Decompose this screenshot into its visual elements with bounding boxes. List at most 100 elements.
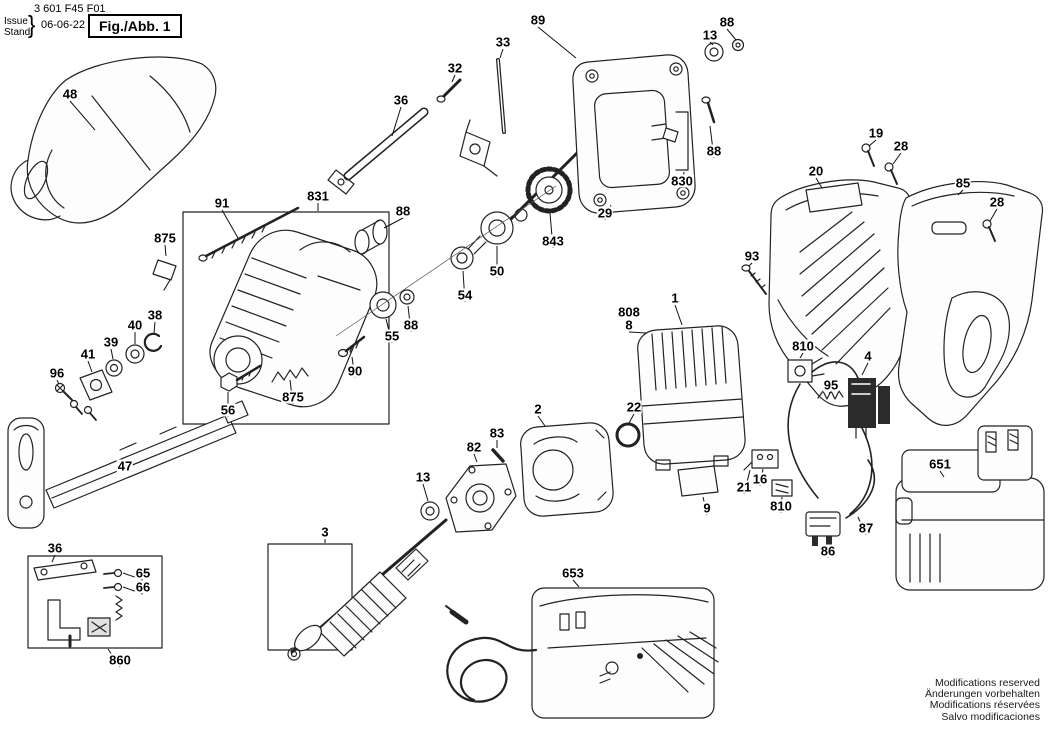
- brush-holder-810-drawing: [787, 357, 825, 383]
- motor-cover-drawing: [572, 54, 696, 214]
- callout-9: 9: [702, 500, 712, 516]
- callout-88: 88: [394, 203, 412, 219]
- screw-93-drawing: [741, 264, 767, 295]
- bearing-50-drawing: [480, 211, 514, 245]
- washer-88-drawing: [399, 289, 415, 305]
- callout-88: 88: [402, 317, 420, 333]
- callout-82: 82: [465, 439, 483, 455]
- spring-875-drawing: [271, 367, 309, 383]
- wires-drawing: [787, 361, 876, 519]
- terminal-16-21-drawing: [743, 449, 779, 471]
- screw-88-side-drawing: [701, 96, 716, 124]
- callout-28: 28: [988, 194, 1006, 210]
- bearing-13b-drawing: [420, 501, 440, 521]
- callout-87: 87: [857, 520, 875, 536]
- pin-83-drawing: [491, 448, 505, 463]
- modifications-line-fr: Modifications réservées: [929, 699, 1040, 712]
- callout-48: 48: [61, 86, 79, 102]
- title-block: 3 601 F45 F01 Issue Stand } 06-06-22 Fig…: [4, 3, 214, 45]
- bushing-88-drawing: [354, 219, 388, 255]
- plate-41-drawing: [79, 369, 113, 401]
- callout-55: 55: [383, 328, 401, 344]
- callout-651: 651: [928, 456, 952, 472]
- callout-56: 56: [219, 402, 237, 418]
- callout-65: 65: [134, 565, 152, 581]
- callout-875: 875: [153, 230, 177, 246]
- gear-housing-drawing: [209, 229, 378, 408]
- washer-40-drawing: [125, 344, 145, 364]
- callout-830: 830: [670, 173, 694, 189]
- screws-under-41-drawing: [69, 399, 97, 421]
- bracket-830-drawing: [662, 111, 689, 171]
- rod-36-drawing: [327, 107, 429, 195]
- plate-9-drawing: [677, 465, 719, 497]
- callout-1: 1: [670, 290, 680, 306]
- callout-3: 3: [320, 524, 330, 540]
- callout-13: 13: [701, 27, 719, 43]
- blade-holder-drawing: [7, 417, 45, 529]
- callout-808: 808: [617, 304, 641, 320]
- callout-29: 29: [596, 205, 614, 221]
- switch-4-drawing: [848, 378, 890, 439]
- callout-8: 8: [624, 317, 634, 333]
- power-cord-drawing: [445, 605, 538, 703]
- screw-28b-drawing: [982, 219, 996, 242]
- callout-16: 16: [751, 471, 769, 487]
- callout-36: 36: [392, 92, 410, 108]
- callout-32: 32: [446, 60, 464, 76]
- charger-drawing: [531, 587, 719, 719]
- wobble-pin-54-drawing: [450, 235, 487, 270]
- pin-33-drawing: [496, 58, 506, 134]
- callout-39: 39: [102, 334, 120, 350]
- callout-4: 4: [863, 348, 873, 364]
- oring-22-drawing: [615, 422, 641, 448]
- callout-36: 36: [46, 540, 64, 556]
- callout-96: 96: [48, 365, 66, 381]
- callout-54: 54: [456, 287, 474, 303]
- callout-41: 41: [79, 346, 97, 362]
- callout-47: 47: [116, 458, 134, 474]
- connector-810b-drawing: [771, 479, 793, 497]
- bearing-55-drawing: [369, 291, 397, 319]
- callout-13: 13: [414, 469, 432, 485]
- callout-831: 831: [306, 188, 330, 204]
- issue-label-de: Stand: [4, 27, 31, 38]
- callout-88: 88: [718, 14, 736, 30]
- pin-32-drawing: [436, 78, 462, 103]
- ring-13-drawing: [704, 42, 724, 62]
- stator-2-drawing: [520, 422, 614, 517]
- fork-bracket-drawing: [459, 119, 498, 177]
- issue-label-en: Issue: [4, 16, 28, 27]
- callout-88: 88: [705, 143, 723, 159]
- issue-date: 06-06-22: [41, 19, 86, 31]
- ring-39-drawing: [105, 359, 123, 377]
- callout-90: 90: [346, 363, 364, 379]
- callout-66: 66: [134, 579, 152, 595]
- housing-right-half-drawing: [897, 181, 1044, 426]
- modifications-line-en: Modifications reserved: [934, 676, 1040, 689]
- callout-21: 21: [735, 479, 753, 495]
- modifications-notice: Modifications reserved Änderungen vorbeh…: [925, 676, 1040, 723]
- snap-ring-38-drawing: [143, 332, 163, 352]
- callout-83: 83: [488, 425, 506, 441]
- issue-brace: }: [28, 10, 36, 39]
- clip-875-drawing: [152, 259, 177, 291]
- screw-96-drawing: [54, 382, 73, 401]
- assembly-axis-line: [335, 185, 557, 337]
- callout-860: 860: [108, 652, 132, 668]
- callout-875: 875: [281, 389, 305, 405]
- callout-89: 89: [529, 12, 547, 28]
- callout-2: 2: [533, 401, 543, 417]
- ring-88-top-drawing: [731, 38, 745, 52]
- armature-drawing: [267, 518, 448, 661]
- figure-badge: Fig./Abb. 1: [88, 14, 182, 38]
- callout-93: 93: [743, 248, 761, 264]
- callout-20: 20: [807, 163, 825, 179]
- callout-38: 38: [146, 307, 164, 323]
- callout-40: 40: [126, 317, 144, 333]
- callout-653: 653: [561, 565, 585, 581]
- callout-33: 33: [494, 34, 512, 50]
